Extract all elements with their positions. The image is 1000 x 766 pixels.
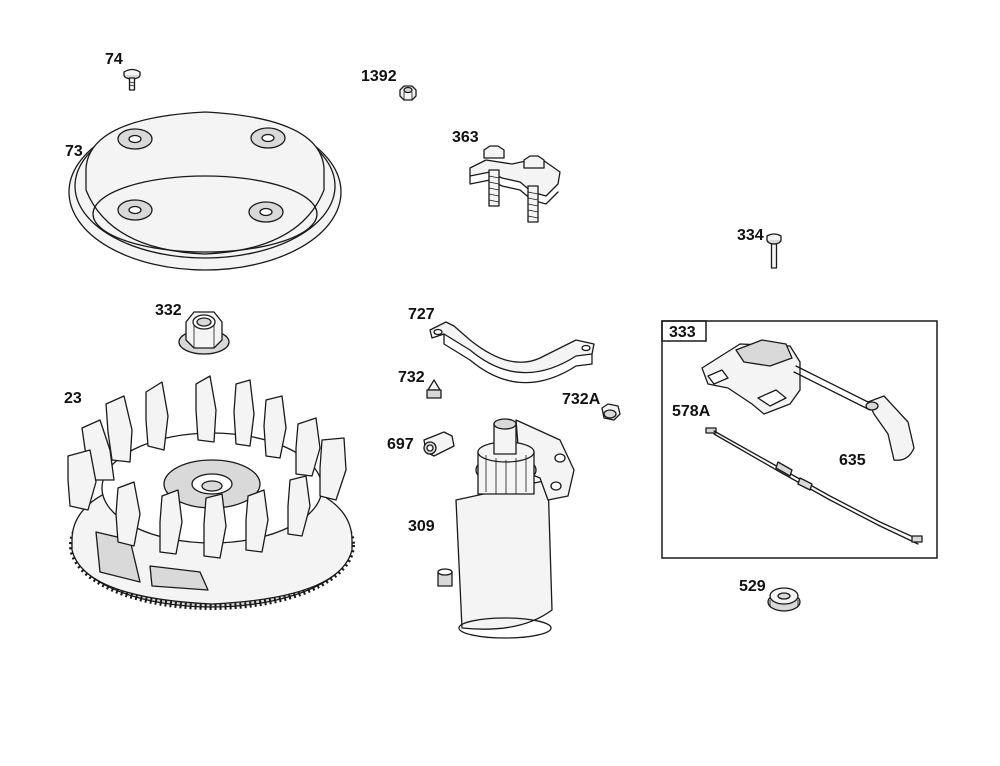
flange-nut-332-drawing (178, 311, 230, 355)
grommet-529-drawing (767, 587, 801, 612)
label-309: 309 (408, 518, 435, 535)
label-697: 697 (387, 436, 414, 453)
plug-732-drawing (426, 379, 442, 399)
nut-1392-drawing (399, 85, 417, 101)
label-635: 635 (839, 452, 866, 469)
starter-motor-309-drawing (437, 418, 575, 639)
label-73: 73 (65, 143, 83, 160)
label-363: 363 (452, 129, 479, 146)
label-1392: 1392 (361, 68, 397, 85)
label-332: 332 (155, 302, 182, 319)
bolt-334-drawing (766, 233, 782, 269)
flywheel-23-drawing (67, 375, 355, 610)
flywheel-cover-73-drawing (68, 111, 342, 271)
label-732a: 732A (562, 391, 601, 408)
label-333: 333 (669, 324, 696, 341)
label-529: 529 (739, 578, 766, 595)
label-732: 732 (398, 369, 425, 386)
label-727: 727 (408, 306, 435, 323)
bracket-363-drawing (469, 145, 561, 223)
screw-74-drawing (123, 68, 141, 91)
label-74: 74 (105, 51, 123, 68)
wire-578a-drawing (705, 427, 923, 545)
armature-group-tag (661, 320, 707, 342)
strap-bracket-727-drawing (429, 321, 595, 384)
label-334: 334 (737, 227, 764, 244)
label-23: 23 (64, 390, 82, 407)
label-578a: 578A (672, 403, 711, 420)
ignition-armature-drawing (701, 339, 915, 461)
fitting-697-drawing (423, 431, 455, 457)
armature-group-frame (661, 320, 938, 559)
plug-732a-drawing (601, 403, 621, 421)
